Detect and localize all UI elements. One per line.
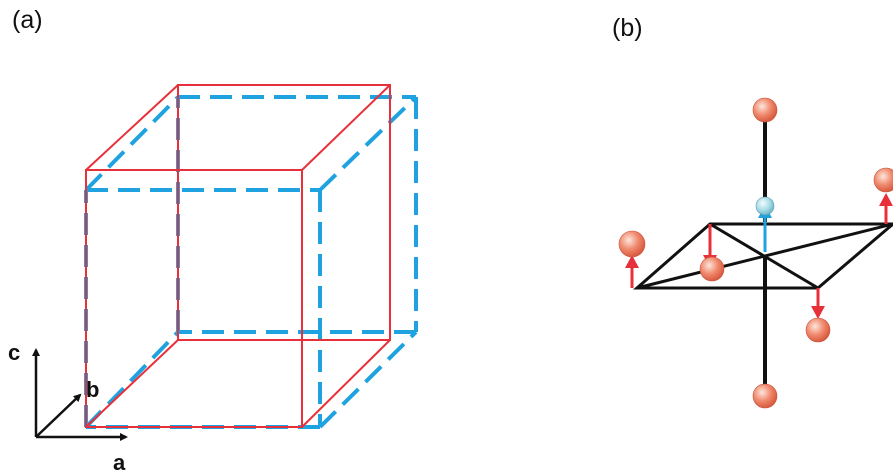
c-axis-label: c <box>8 340 20 365</box>
apical-ion-bottom <box>752 383 778 409</box>
central-ion <box>755 196 775 252</box>
panel-a-label: (a) <box>12 6 43 34</box>
b-axis-arrow <box>35 393 82 438</box>
equatorial-ion-left <box>618 230 646 288</box>
panel-a-diagram: c b a <box>8 84 418 475</box>
axes <box>32 348 128 441</box>
panel-b-label: (b) <box>612 14 643 42</box>
central-ion-sphere <box>755 196 775 216</box>
panel-b-diagram <box>618 97 893 409</box>
a-axis-label: a <box>113 450 126 475</box>
original-cell <box>85 84 391 428</box>
distorted-cell-dashed <box>84 95 418 429</box>
equatorial-ion-back <box>699 224 725 282</box>
apical-ion-top <box>752 97 778 123</box>
b-axis-label: b <box>86 377 99 402</box>
equatorial-ion-front <box>805 288 831 343</box>
equatorial-ion-right <box>873 167 893 224</box>
